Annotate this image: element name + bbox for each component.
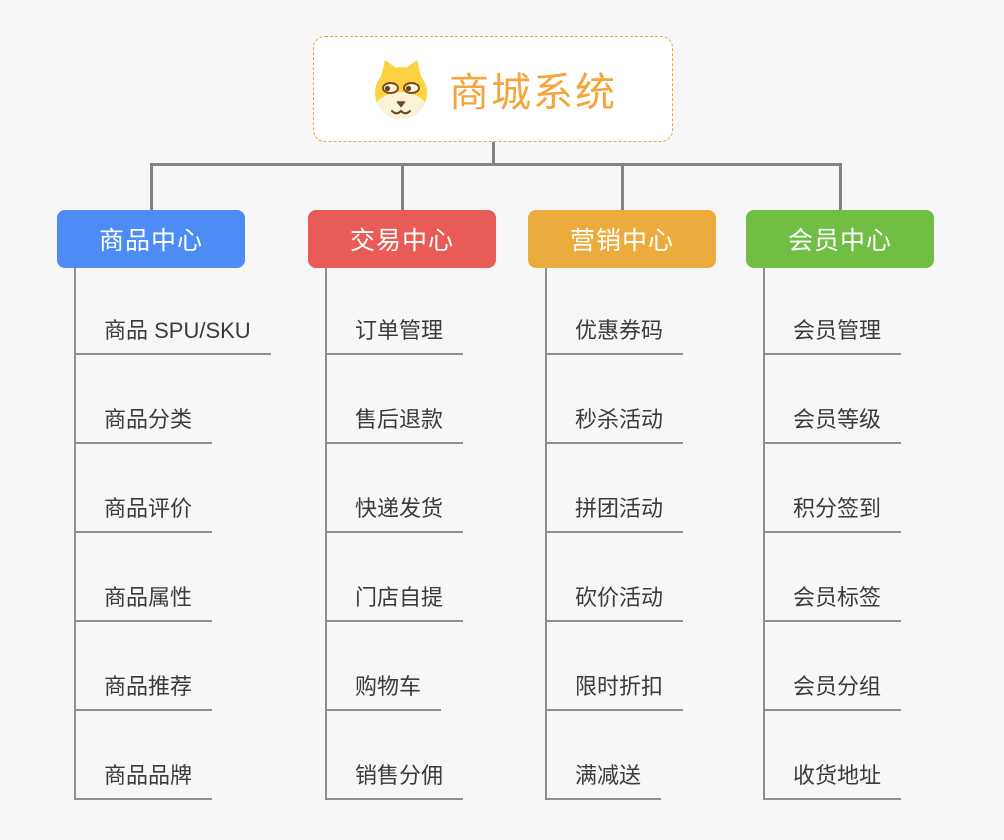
branch-marketing-center: 营销中心 优惠券码 秒杀活动 拼团活动 砍价活动 限时折扣 满减送 (528, 210, 788, 810)
branch-node-trade[interactable]: 交易中心 (308, 210, 496, 268)
sub-node[interactable]: 会员分组 (763, 671, 902, 711)
branch-member-center: 会员中心 会员管理 会员等级 积分签到 会员标签 会员分组 收货地址 (746, 210, 1004, 810)
connector-drop-line-marketing (621, 163, 624, 210)
sub-node[interactable]: 会员等级 (763, 404, 902, 444)
root-node-title: 商城系统 (449, 71, 617, 115)
sub-node[interactable]: 满减送 (545, 760, 662, 800)
connector-drop-line-trade (401, 163, 404, 210)
sub-node[interactable]: 购物车 (325, 671, 442, 711)
sub-node[interactable]: 限时折扣 (545, 671, 684, 711)
branch-trade-center: 交易中心 订单管理 售后退款 快递发货 门店自提 购物车 销售分佣 (308, 210, 568, 810)
sub-node[interactable]: 销售分佣 (325, 760, 464, 800)
connector-drop-line-member (839, 163, 842, 210)
connector-drop-line-product (150, 163, 153, 210)
sub-node[interactable]: 会员标签 (763, 582, 902, 622)
sub-node[interactable]: 订单管理 (325, 315, 464, 355)
sub-node[interactable]: 商品 SPU/SKU (74, 315, 271, 355)
connector-root-drop-line (492, 140, 495, 164)
branch-trunk-line (74, 268, 76, 800)
branch-node-member[interactable]: 会员中心 (746, 210, 934, 268)
sub-node[interactable]: 售后退款 (325, 404, 464, 444)
sub-node[interactable]: 快递发货 (325, 493, 464, 533)
branch-trunk-line (325, 268, 327, 800)
sub-node[interactable]: 商品品牌 (74, 760, 213, 800)
branch-trunk-line (545, 268, 547, 800)
branch-node-marketing[interactable]: 营销中心 (528, 210, 716, 268)
sub-node[interactable]: 积分签到 (763, 493, 902, 533)
doge-icon (375, 60, 427, 119)
connector-horizontal-line (150, 163, 842, 166)
branch-product-center: 商品中心 商品 SPU/SKU 商品分类 商品评价 商品属性 商品推荐 商品品牌 (57, 210, 317, 810)
sub-node[interactable]: 砍价活动 (545, 582, 684, 622)
sub-node[interactable]: 商品推荐 (74, 671, 213, 711)
sub-node[interactable]: 商品评价 (74, 493, 213, 533)
sub-node[interactable]: 收货地址 (763, 760, 902, 800)
root-node[interactable]: 商城系统 (313, 36, 673, 142)
branch-trunk-line (763, 268, 765, 800)
sub-node[interactable]: 优惠券码 (545, 315, 684, 355)
sub-node[interactable]: 拼团活动 (545, 493, 684, 533)
sub-node[interactable]: 会员管理 (763, 315, 902, 355)
sub-node[interactable]: 门店自提 (325, 582, 464, 622)
sub-node[interactable]: 商品属性 (74, 582, 213, 622)
sub-node[interactable]: 秒杀活动 (545, 404, 684, 444)
sub-node[interactable]: 商品分类 (74, 404, 213, 444)
branch-node-product[interactable]: 商品中心 (57, 210, 245, 268)
